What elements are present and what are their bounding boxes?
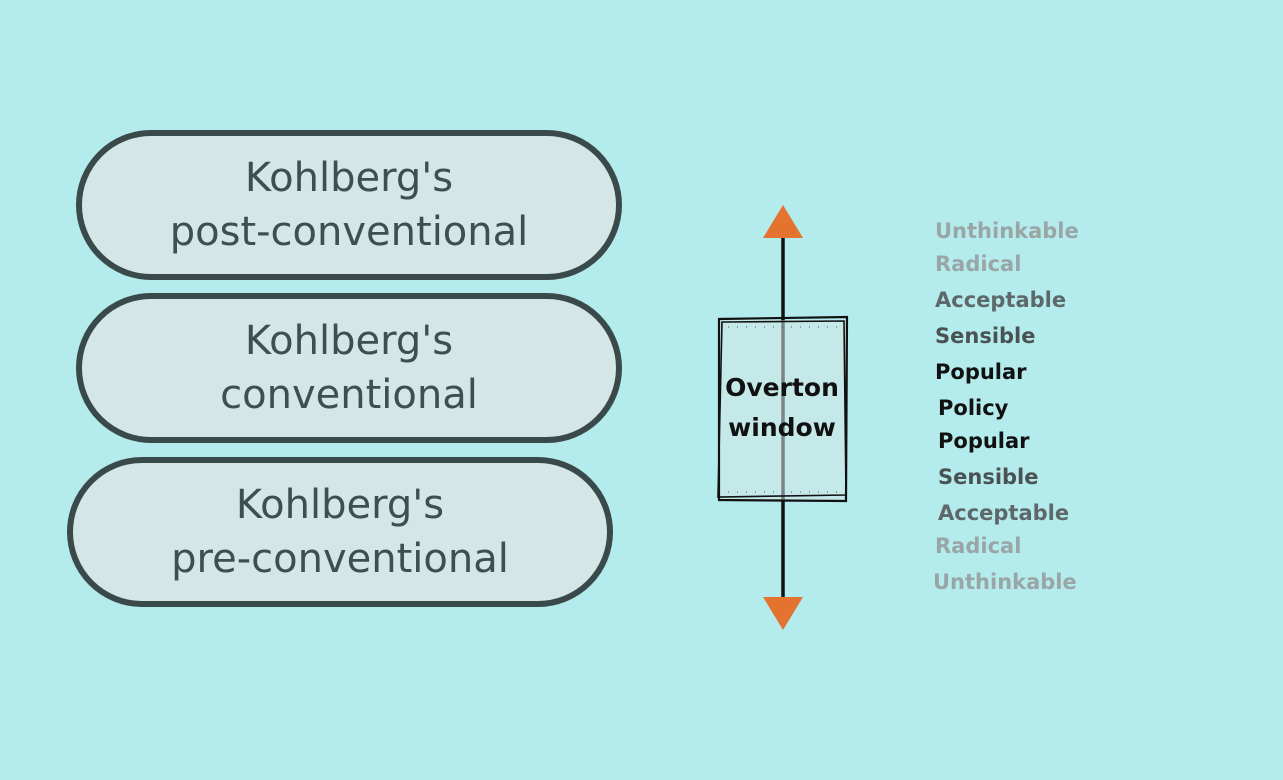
overton-window-box [717, 315, 849, 503]
stage-conventional: Kohlberg's conventional [76, 293, 622, 443]
spectrum-label-sensible: Sensible [935, 324, 1036, 348]
spectrum-label-acceptable: Acceptable [935, 288, 1067, 312]
stage-pre-conventional: Kohlberg's pre-conventional [67, 457, 613, 607]
arrow-down-icon [763, 597, 803, 630]
spectrum-label-unthinkable: Unthinkable [935, 219, 1079, 243]
spectrum-label-sensible: Sensible [938, 465, 1039, 489]
spectrum-label-radical: Radical [935, 252, 1022, 276]
spectrum-label-popular: Popular [935, 360, 1027, 384]
stage-pre-line2: pre-conventional [171, 536, 509, 582]
stage-post-conventional: Kohlberg's post-conventional [76, 130, 622, 280]
stage-conv-line2: conventional [220, 372, 478, 418]
spectrum-label-unthinkable: Unthinkable [933, 570, 1077, 594]
spectrum-label-radical: Radical [935, 534, 1022, 558]
spectrum-label-policy: Policy [938, 396, 1009, 420]
arrow-up-icon [763, 205, 803, 238]
stage-conv-line1: Kohlberg's [244, 318, 454, 364]
spectrum-label-acceptable: Acceptable [938, 501, 1070, 525]
overton-window-label: Overton window [718, 368, 846, 448]
stage-post-line2: post-conventional [169, 209, 529, 255]
spectrum-label-popular: Popular [938, 429, 1030, 453]
stage-pre-line1: Kohlberg's [235, 482, 445, 528]
overton-label-line2: window [728, 413, 836, 442]
overton-diagram [717, 205, 849, 630]
overton-label-line1: Overton [725, 373, 839, 402]
stage-post-line1: Kohlberg's [244, 155, 454, 201]
